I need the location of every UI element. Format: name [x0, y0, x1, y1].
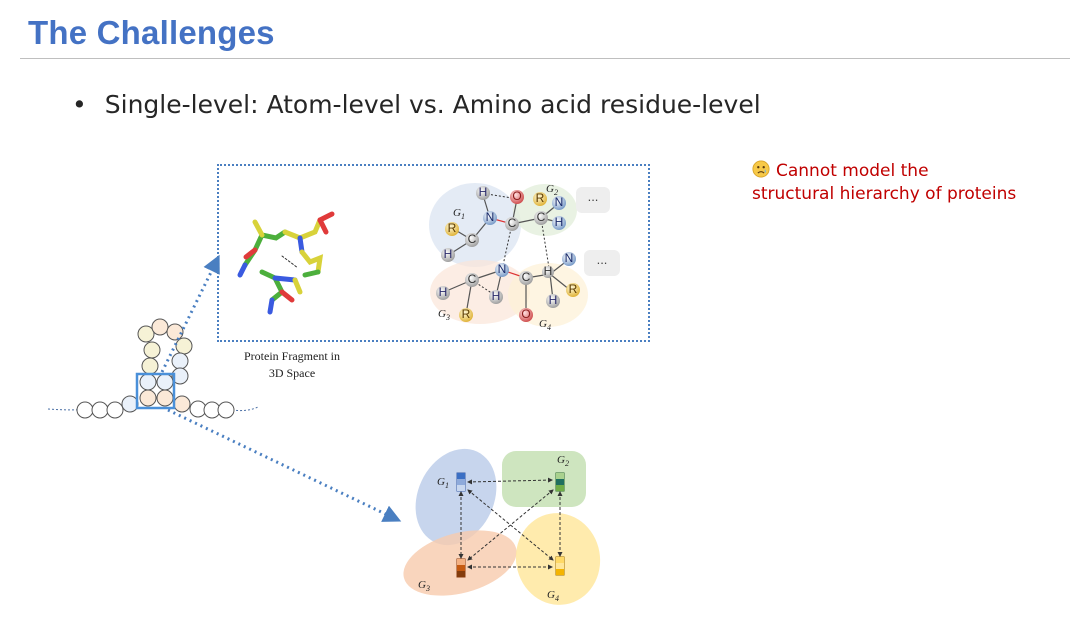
- atom-label: R: [536, 191, 545, 205]
- residue-circle: [137, 325, 155, 343]
- callout-line-2: structural hierarchy of proteins: [752, 184, 1017, 204]
- atom-label: C: [508, 216, 517, 230]
- selection-square: [135, 372, 176, 410]
- bullet-point: • Single-level: Atom-level vs. Amino acid…: [72, 90, 761, 119]
- residue-circle: [171, 367, 189, 385]
- residue-circle: [166, 323, 184, 341]
- protein-fragment-box: [217, 164, 650, 342]
- node-g3: [456, 558, 466, 578]
- atom-label: H: [479, 185, 488, 199]
- node-label-g2: G2: [557, 454, 569, 468]
- atom-label: C: [468, 272, 477, 286]
- residue-circle: [217, 401, 235, 419]
- edge-g2-g3: [467, 489, 554, 561]
- atom-label: O: [521, 307, 530, 321]
- residue-circle: [139, 373, 157, 391]
- node-label-g1: G1: [437, 476, 449, 490]
- bullet-dot: •: [72, 90, 87, 119]
- node-g4: [555, 556, 565, 576]
- residue-circle: [91, 401, 109, 419]
- atom-label: R: [462, 307, 471, 321]
- fragment-caption: Protein Fragment in 3D Space: [222, 348, 362, 382]
- atom-label: N: [565, 251, 574, 265]
- label-g1: G1: [453, 207, 465, 221]
- node-g2: [555, 472, 565, 492]
- residue-circle: [175, 337, 193, 355]
- residue-circle: [173, 395, 191, 413]
- label-g2: G2: [546, 183, 558, 197]
- atom-label: O: [512, 189, 521, 203]
- label-g3: G3: [438, 308, 450, 322]
- atom-label: H: [544, 264, 553, 278]
- atom-label: R: [569, 282, 578, 296]
- label-g4: G4: [539, 318, 551, 332]
- residue-circle: [121, 395, 139, 413]
- slide-title: The Challenges: [28, 14, 275, 51]
- arrow-to-fragment: [160, 254, 220, 373]
- residue-graph: G1 G2 G3 G4: [403, 448, 601, 605]
- callout-line-1: Cannot model the: [776, 161, 929, 181]
- stick-model-3d: [237, 211, 335, 315]
- callout-text: Cannot model the structural hierarchy of…: [752, 160, 1016, 206]
- atom-label: N: [486, 210, 495, 224]
- atom-label: H: [439, 285, 448, 299]
- node-label-g3: G3: [418, 579, 430, 593]
- caption-line-2: 3D Space: [268, 366, 316, 380]
- group-g2-blob: [502, 451, 586, 507]
- atom-label: C: [537, 210, 546, 224]
- bullet-text: Single-level: Atom-level vs. Amino acid …: [104, 90, 761, 119]
- atom-label: R: [448, 221, 457, 235]
- atom-label: N: [555, 195, 564, 209]
- residue-circle: [151, 318, 169, 336]
- residue-circle: [171, 352, 189, 370]
- ellipsis-text: ...: [588, 189, 599, 204]
- ellipsis-text: ...: [597, 252, 608, 267]
- atom-label: H: [555, 215, 564, 229]
- atom-label: C: [522, 270, 531, 284]
- ellipsis-box: [576, 187, 610, 213]
- residue-circle: [156, 373, 174, 391]
- residue-circle: [141, 357, 159, 375]
- residue-circle: [106, 401, 124, 419]
- node-label-g4: G4: [547, 589, 559, 603]
- caption-line-1: Protein Fragment in: [244, 349, 340, 363]
- arrow-to-groups: [167, 408, 402, 522]
- worried-face-icon: [752, 160, 770, 178]
- group-g1-region: [429, 183, 521, 267]
- node-g1: [456, 472, 466, 492]
- atom-label: H: [444, 247, 453, 261]
- edge-g1-g2: [467, 477, 553, 485]
- atom-label: H: [492, 289, 501, 303]
- residue-circle: [76, 401, 94, 419]
- protein-chain: [47, 318, 259, 419]
- atom-graph: H O N C C R N H R H C N H C H C N R H H …: [429, 183, 620, 332]
- residue-circle: [143, 341, 161, 359]
- atom-label: H: [549, 293, 558, 307]
- atom-label: N: [498, 262, 507, 276]
- atom-label: C: [468, 232, 477, 246]
- residue-circle: [139, 389, 157, 407]
- residue-circle: [156, 389, 174, 407]
- ellipsis-box: [584, 250, 620, 276]
- title-divider: [20, 58, 1070, 59]
